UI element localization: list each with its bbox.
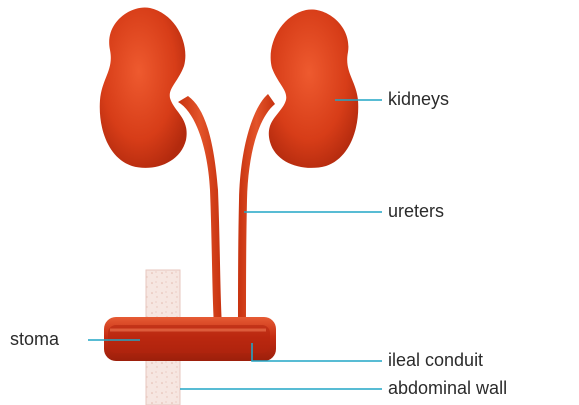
abdominal-wall-label: abdominal wall — [388, 379, 507, 397]
kidneys-label: kidneys — [388, 90, 449, 108]
right-kidney — [269, 9, 358, 167]
ileal-conduit-label: ileal conduit — [388, 351, 483, 369]
left-kidney — [100, 7, 187, 167]
stoma-label: stoma — [10, 330, 59, 348]
ureters-shape — [178, 94, 275, 327]
ileal-conduit-shape — [104, 317, 276, 361]
ureters-label: ureters — [388, 202, 444, 220]
